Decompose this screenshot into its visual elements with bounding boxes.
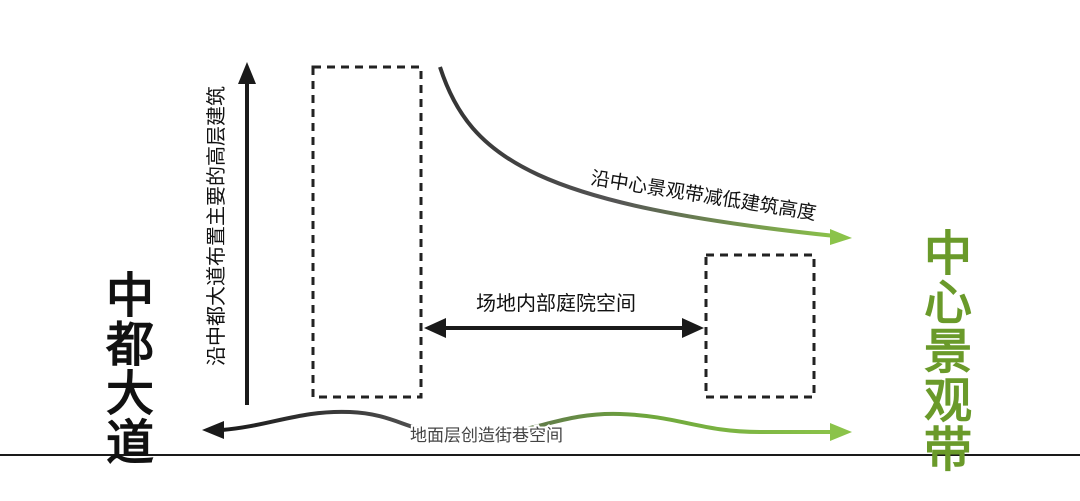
right-title-char: 景	[923, 324, 972, 380]
ground-label-outline: 地面层创造街巷空间	[410, 426, 563, 446]
courtyard-label: 场地内部庭院空间	[476, 291, 636, 315]
low-building-box	[704, 253, 816, 399]
height-curve-arrow-head	[830, 229, 852, 245]
vertical-axis-label: 沿中都大道布置主要的高层建筑	[204, 86, 228, 366]
courtyard-arrow-right-head	[682, 318, 704, 338]
left-title-char: 道	[105, 415, 154, 471]
curve-label: 沿中心景观带减低建筑高度	[589, 167, 818, 224]
ground-label: 地面层创造街巷空间	[410, 426, 563, 446]
left-title-char: 中	[105, 268, 154, 324]
right-title-char: 中	[923, 226, 972, 282]
left-title-char: 大	[105, 366, 154, 422]
right-title-char: 观	[923, 373, 972, 429]
right-title: 中 心 景 观 带	[918, 230, 978, 475]
ground-wave-right-head	[830, 423, 852, 441]
height-curve	[438, 66, 836, 238]
vertical-arrow-head	[238, 62, 256, 84]
courtyard-arrow-left-head	[424, 318, 446, 338]
ground-wave-left-head	[202, 421, 224, 439]
tall-building-box	[311, 65, 423, 399]
right-title-char: 带	[923, 422, 972, 478]
right-title-char: 心	[923, 275, 972, 331]
left-title: 中 都 大 道	[100, 272, 160, 468]
left-title-char: 都	[105, 317, 154, 373]
ground-wave	[221, 409, 835, 439]
